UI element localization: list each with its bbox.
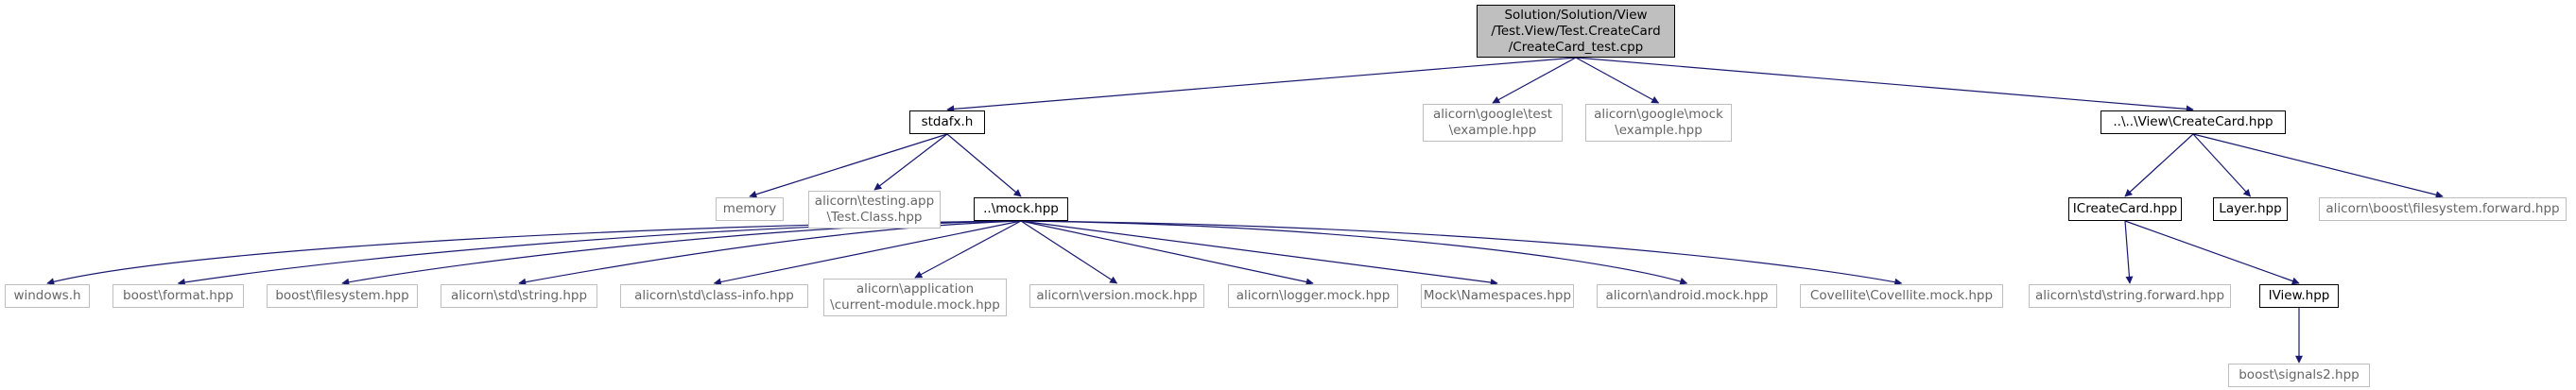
node-covellite[interactable]: Covellite\Covellite.mock.hpp <box>1800 284 2003 308</box>
node-label-line: boost\signals2.hpp <box>2239 367 2360 382</box>
node-gmock[interactable]: alicorn\google\mock\example.hpp <box>1585 104 1732 142</box>
node-label-line: alicorn\std\string.hpp <box>450 288 588 303</box>
edge-mock-to-android <box>1020 220 1688 285</box>
node-classinfo[interactable]: alicorn\std\class-info.hpp <box>620 284 808 308</box>
node-namespaces[interactable]: Mock\Namespaces.hpp <box>1421 284 1574 308</box>
edge-mock-to-logger <box>1020 220 1314 286</box>
node-label-line: /CreateCard_test.cpp <box>1508 39 1644 55</box>
node-label-line: stdafx.h <box>921 114 974 129</box>
node-label-line: alicorn\version.mock.hpp <box>1036 288 1198 303</box>
node-iview[interactable]: IView.hpp <box>2259 284 2339 308</box>
node-label-line: alicorn\google\mock <box>1594 107 1723 122</box>
node-label-line: \Test.Class.hpp <box>826 210 923 225</box>
edge-icreatecard-to-iview <box>2124 220 2300 285</box>
node-label-line: windows.h <box>13 288 81 303</box>
node-version[interactable]: alicorn\version.mock.hpp <box>1029 284 1204 308</box>
edge-mock-to-covellite <box>1020 220 1903 286</box>
edge-createcard-to-icreatecard <box>2124 133 2194 197</box>
node-testclass[interactable]: alicorn\testing.app\Test.Class.hpp <box>808 191 941 229</box>
node-label-line: /Test.View/Test.CreateCard <box>1491 23 1661 39</box>
node-label-line: alicorn\google\test <box>1432 107 1553 122</box>
node-label-line: alicorn\logger.mock.hpp <box>1236 288 1391 303</box>
node-stdstring[interactable]: alicorn\std\string.hpp <box>441 284 597 308</box>
node-label-line: ICreateCard.hpp <box>2072 201 2178 216</box>
edge-mock-to-stdstring <box>518 220 1022 286</box>
edge-root-to-gtest <box>1492 57 1577 104</box>
edge-createcard-to-layer <box>2192 133 2252 197</box>
node-label-line: IView.hpp <box>2268 288 2330 303</box>
node-fsforward[interactable]: alicorn\boost\filesystem.forward.hpp <box>2319 197 2567 221</box>
edge-mock-to-curmodule <box>914 220 1022 279</box>
node-windows[interactable]: windows.h <box>5 284 90 308</box>
node-createcard[interactable]: ..\..\View\CreateCard.hpp <box>2101 110 2286 134</box>
edge-icreatecard-to-strforward <box>2124 220 2134 284</box>
node-label-line: alicorn\testing.app <box>814 194 935 209</box>
node-label-line: alicorn\application <box>856 281 975 297</box>
node-label-line: alicorn\std\string.forward.hpp <box>2034 288 2225 303</box>
node-logger[interactable]: alicorn\logger.mock.hpp <box>1228 284 1398 308</box>
node-root[interactable]: Solution/Solution/View/Test.View/Test.Cr… <box>1477 5 1675 58</box>
edge-mock-to-version <box>1020 220 1118 284</box>
node-android[interactable]: alicorn\android.mock.hpp <box>1597 284 1777 308</box>
node-mock[interactable]: ..\mock.hpp <box>974 197 1068 221</box>
node-label-line: alicorn\android.mock.hpp <box>1605 288 1769 303</box>
node-label-line: memory <box>722 201 777 216</box>
node-label-line: ..\mock.hpp <box>983 201 1059 216</box>
node-label-line: boost\filesystem.hpp <box>275 288 409 303</box>
node-curmodule[interactable]: alicorn\application\current-module.mock.… <box>823 279 1007 316</box>
node-label-line: Covellite\Covellite.mock.hpp <box>1809 288 1994 303</box>
edge-mock-to-format <box>177 220 1022 286</box>
node-strforward[interactable]: alicorn\std\string.forward.hpp <box>2029 284 2231 308</box>
node-label-line: Solution/Solution/View <box>1504 7 1648 23</box>
node-icreatecard[interactable]: ICreateCard.hpp <box>2068 197 2182 221</box>
node-memory[interactable]: memory <box>716 197 784 221</box>
node-format[interactable]: boost\format.hpp <box>112 284 244 308</box>
edge-root-to-stdafx <box>946 57 1577 113</box>
node-gtest[interactable]: alicorn\google\test\example.hpp <box>1423 104 1563 142</box>
node-label-line: alicorn\boost\filesystem.forward.hpp <box>2325 201 2560 216</box>
node-label-line: \example.hpp <box>1615 123 1703 138</box>
node-signals2[interactable]: boost\signals2.hpp <box>2228 364 2370 387</box>
node-label-line: boost\format.hpp <box>123 288 233 303</box>
node-label-line: ..\..\View\CreateCard.hpp <box>2113 114 2273 129</box>
node-label-line: \example.hpp <box>1448 123 1537 138</box>
edge-mock-to-windows <box>46 220 1022 286</box>
node-label-line: Layer.hpp <box>2219 201 2282 216</box>
edge-stdafx-to-memory <box>749 133 948 198</box>
edge-mock-to-classinfo <box>713 220 1022 286</box>
node-label-line: \current-module.mock.hpp <box>830 297 1000 313</box>
edge-mock-to-namespaces <box>1020 220 1498 287</box>
node-stdafx[interactable]: stdafx.h <box>909 110 985 134</box>
node-label-line: alicorn\std\class-info.hpp <box>634 288 794 303</box>
edge-createcard-to-fsforward <box>2192 133 2444 199</box>
node-filesystem[interactable]: boost\filesystem.hpp <box>267 284 418 308</box>
edge-stdafx-to-testclass <box>873 133 948 191</box>
edge-root-to-gmock <box>1575 57 1660 104</box>
node-layer[interactable]: Layer.hpp <box>2213 197 2288 221</box>
node-label-line: Mock\Namespaces.hpp <box>1423 288 1572 303</box>
edge-stdafx-to-mock <box>946 133 1022 197</box>
edge-root-to-createcard <box>1575 57 2194 113</box>
